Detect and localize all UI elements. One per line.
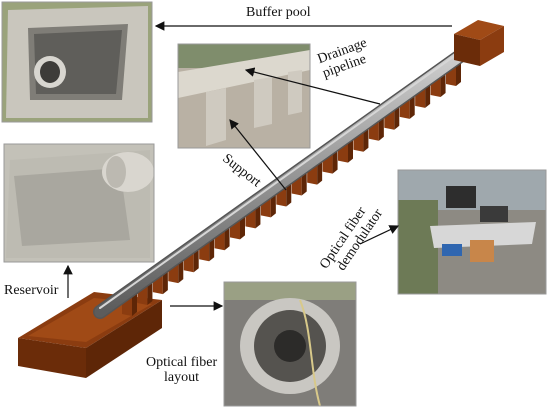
demodulator-photo (397, 169, 547, 295)
reservoir-label: Reservoir (4, 283, 59, 298)
pipeline-support-photo (177, 43, 311, 149)
fiber-layout-photo (223, 281, 357, 407)
buffer-pool-label: Buffer pool (246, 5, 311, 20)
fiber-layout-label-line2: layout (164, 369, 199, 385)
buffer-pool-photo (1, 1, 153, 123)
optical-fiber-layout-label: Optical fiber layout (146, 355, 218, 385)
drainage-pipe-model (93, 39, 481, 319)
arrow-icon (244, 67, 381, 105)
arrow-icon (359, 225, 400, 245)
arrow-icon (229, 119, 287, 191)
reservoir-photo (3, 143, 155, 263)
annotation-arrows (63, 21, 452, 311)
reservoir-model (18, 292, 162, 378)
fiber-layout-label-line1: Optical fiber (146, 355, 218, 370)
buffer-pool-model (454, 20, 504, 66)
